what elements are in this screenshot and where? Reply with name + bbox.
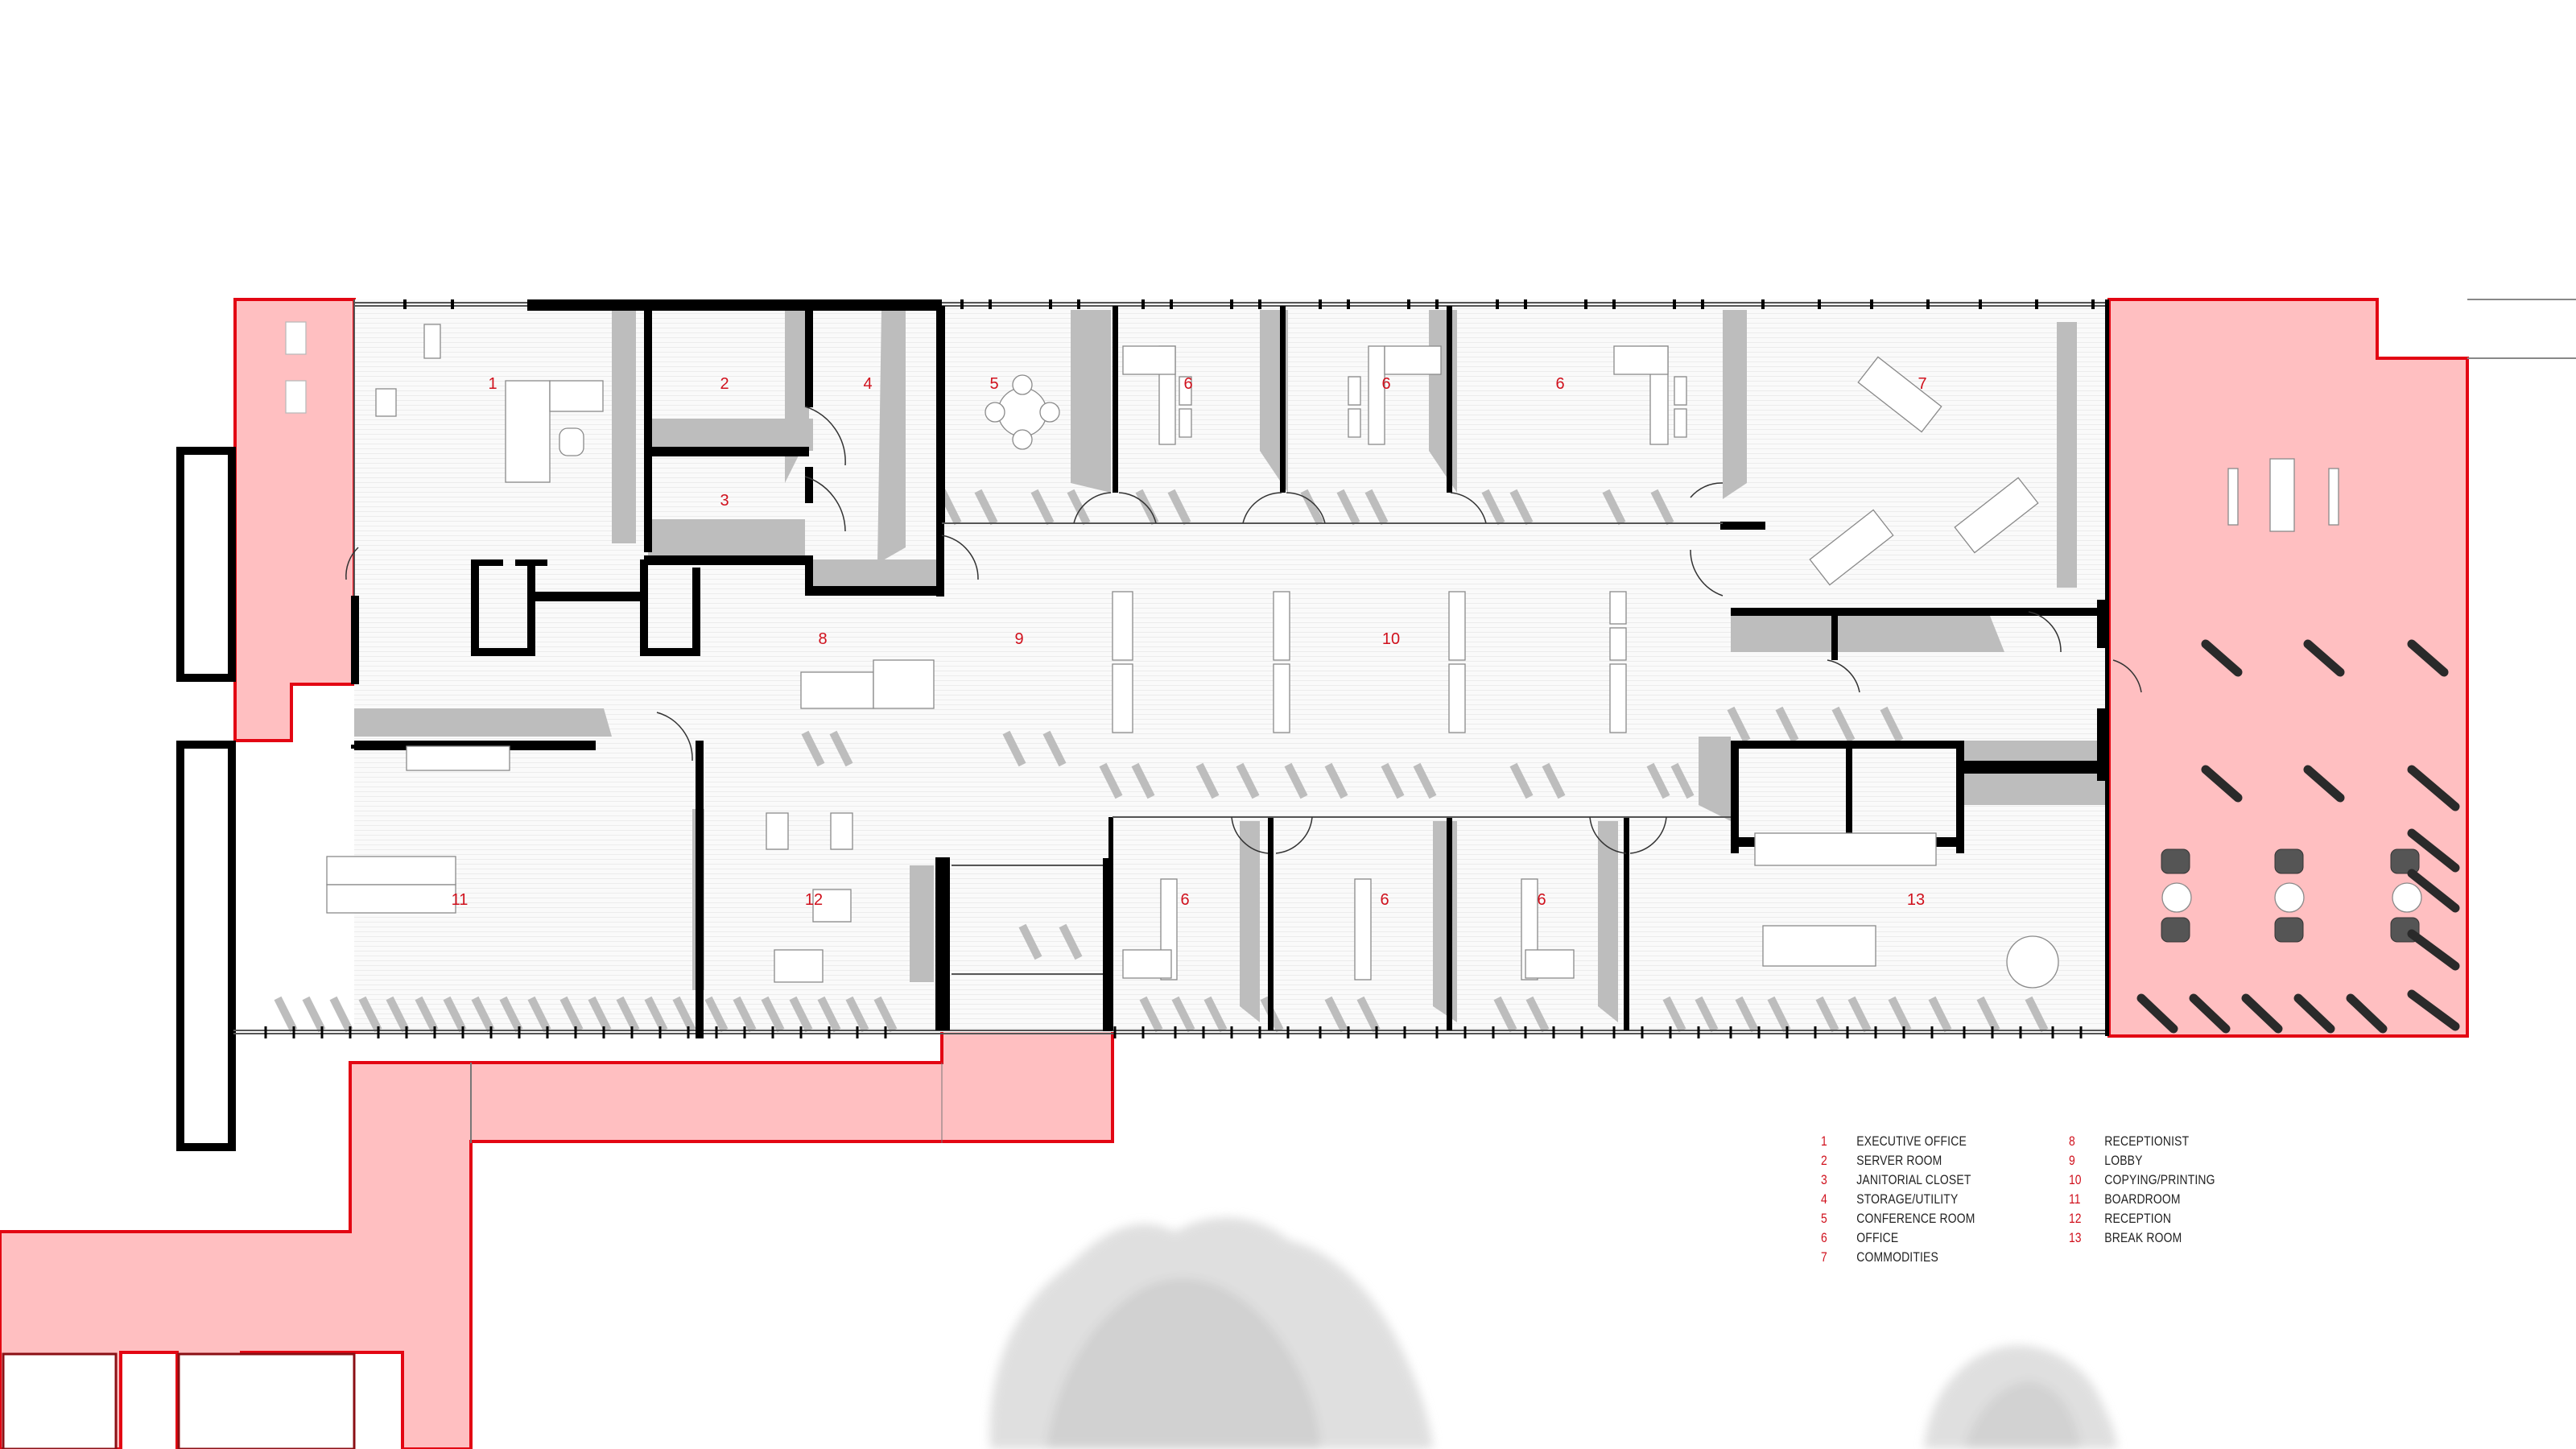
legend-item: 3 JANITORIAL CLOSET bbox=[1821, 1170, 1975, 1190]
room-number: 10 bbox=[1382, 630, 1400, 648]
door bbox=[345, 406, 2142, 854]
legend-number: 9 bbox=[2069, 1153, 2075, 1168]
room-number: 9 bbox=[1014, 630, 1023, 648]
room-number: 6 bbox=[1183, 375, 1192, 393]
legend-label: CONFERENCE ROOM bbox=[1856, 1211, 1975, 1226]
wall bbox=[351, 299, 2109, 1038]
legend-item: 6 OFFICE bbox=[1821, 1228, 1975, 1248]
legend-label: LOBBY bbox=[2104, 1153, 2143, 1168]
planter bbox=[2, 1352, 356, 1449]
room-number: 6 bbox=[1555, 375, 1564, 393]
legend-label: SERVER ROOM bbox=[1856, 1153, 1942, 1168]
legend-item: 4 STORAGE/UTILITY bbox=[1821, 1190, 1975, 1209]
site-line bbox=[2467, 299, 2576, 359]
legend-label: RECEPTIONIST bbox=[2104, 1133, 2190, 1149]
legend-label: BOARDROOM bbox=[2104, 1191, 2181, 1207]
legend-item: 9 LOBBY bbox=[2069, 1151, 2215, 1170]
legend-column-left: 1 EXECUTIVE OFFICE 2 SERVER ROOM 3 JANITORI… bbox=[1821, 1132, 2009, 1267]
room-number: 2 bbox=[720, 375, 729, 393]
legend: 1 EXECUTIVE OFFICE 2 SERVER ROOM 3 JANITORI… bbox=[1821, 1132, 2272, 1269]
pergola-slat bbox=[2136, 639, 2460, 1034]
legend-item: 10 COPYING/PRINTING bbox=[2069, 1170, 2215, 1190]
legend-number: 1 bbox=[1821, 1133, 1827, 1149]
room-number: 6 bbox=[1381, 375, 1390, 393]
furniture bbox=[285, 321, 2422, 989]
legend-number: 10 bbox=[2069, 1172, 2082, 1187]
room-number: 5 bbox=[989, 375, 998, 393]
legend-item: 2 SERVER ROOM bbox=[1821, 1151, 1975, 1170]
room-number: 1 bbox=[488, 375, 497, 393]
legend-number: 4 bbox=[1821, 1191, 1827, 1207]
legend-label: OFFICE bbox=[1856, 1230, 1899, 1245]
legend-item: 12 RECEPTION bbox=[2069, 1209, 2215, 1228]
legend-item: 8 RECEPTIONIST bbox=[2069, 1132, 2215, 1151]
legend-number: 5 bbox=[1821, 1211, 1827, 1226]
wall-shadow bbox=[354, 310, 2109, 1022]
legend-label: STORAGE/UTILITY bbox=[1856, 1191, 1959, 1207]
room-number: 13 bbox=[1907, 891, 1925, 909]
legend-number: 6 bbox=[1821, 1230, 1827, 1245]
legend-item: 5 CONFERENCE ROOM bbox=[1821, 1209, 1975, 1228]
room-number: 12 bbox=[805, 891, 823, 909]
room-number: 6 bbox=[1537, 891, 1546, 909]
room-number: 8 bbox=[818, 630, 827, 648]
legend-number: 2 bbox=[1821, 1153, 1827, 1168]
room-number: 3 bbox=[720, 492, 729, 510]
room-number: 4 bbox=[863, 375, 872, 393]
legend-number: 13 bbox=[2069, 1230, 2082, 1245]
planter-left bbox=[176, 447, 236, 1151]
mullion bbox=[403, 299, 2095, 309]
mullion bbox=[264, 1026, 2083, 1038]
tree-icon bbox=[989, 1217, 2117, 1449]
legend-number: 12 bbox=[2069, 1211, 2082, 1226]
room-number: 6 bbox=[1380, 891, 1389, 909]
room-labels: 1 2 3 4 5 6 6 6 7 8 9 10 11 12 6 6 6 13 bbox=[452, 375, 1927, 909]
legend-item: 11 BOARDROOM bbox=[2069, 1190, 2215, 1209]
legend-item: 7 COMMODITIES bbox=[1821, 1248, 1975, 1267]
legend-number: 8 bbox=[2069, 1133, 2075, 1149]
legend-number: 3 bbox=[1821, 1172, 1827, 1187]
legend-number: 7 bbox=[1821, 1249, 1827, 1265]
room-number: 11 bbox=[452, 891, 469, 909]
legend-label: EXECUTIVE OFFICE bbox=[1856, 1133, 1967, 1149]
partition-glazing bbox=[942, 522, 1731, 975]
legend-label: RECEPTION bbox=[2104, 1211, 2172, 1226]
room-number: 6 bbox=[1180, 891, 1189, 909]
legend-item: 13 BREAK ROOM bbox=[2069, 1228, 2215, 1248]
legend-number: 11 bbox=[2069, 1191, 2081, 1207]
legend-label: COMMODITIES bbox=[1856, 1249, 1938, 1265]
legend-item: 1 EXECUTIVE OFFICE bbox=[1821, 1132, 1975, 1151]
window-shadow bbox=[274, 489, 2049, 1033]
legend-label: BREAK ROOM bbox=[2104, 1230, 2182, 1245]
legend-label: JANITORIAL CLOSET bbox=[1856, 1172, 1971, 1187]
legend-label: COPYING/PRINTING bbox=[2104, 1172, 2215, 1187]
room-number: 7 bbox=[1918, 375, 1926, 393]
